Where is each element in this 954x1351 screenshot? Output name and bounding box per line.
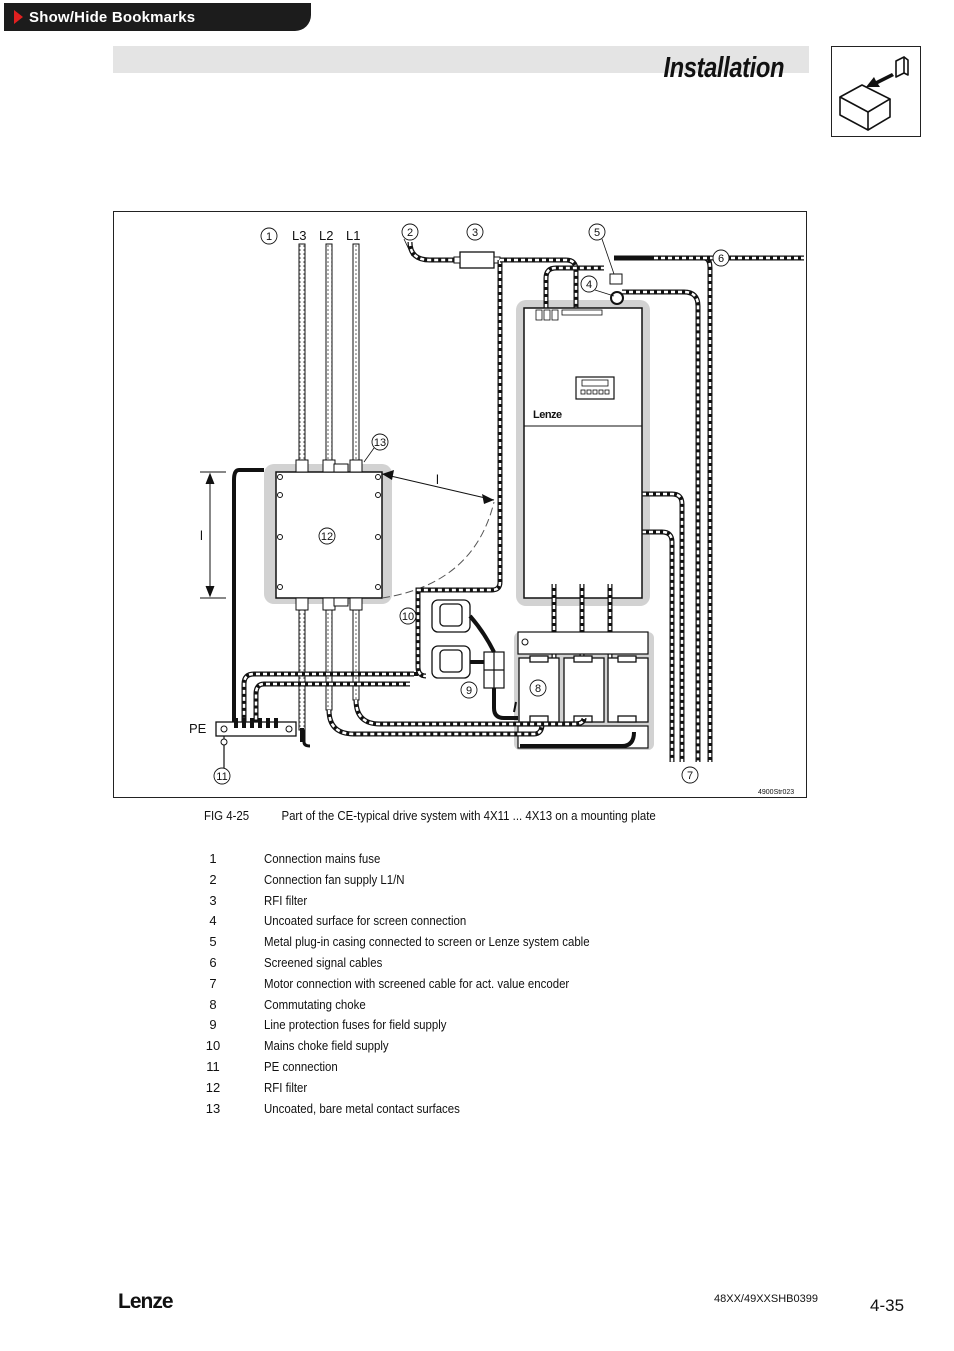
legend-number: 2 bbox=[209, 871, 217, 887]
drive-unit bbox=[523, 307, 643, 599]
pe-busbar bbox=[215, 721, 297, 737]
figure-code: 4900Str023 bbox=[758, 789, 794, 796]
legend-item: 7 Motor connection with screened cable fo… bbox=[204, 976, 724, 997]
cable-l2-top bbox=[325, 243, 333, 471]
cable-l3-bottom bbox=[298, 599, 306, 731]
dimension-label-radius: l bbox=[436, 472, 439, 487]
legend-text: Commutating choke bbox=[264, 996, 366, 1012]
legend-number: 9 bbox=[209, 1017, 217, 1033]
label-l3: L3 bbox=[292, 228, 306, 243]
legend-item: 1 Connection mains fuse bbox=[204, 851, 724, 872]
legend-item: 6 Screened signal cables bbox=[204, 955, 724, 976]
callout-6: 6 bbox=[718, 253, 724, 265]
cable-l3-top bbox=[298, 243, 306, 471]
callout-11: 11 bbox=[216, 771, 227, 783]
legend-number: 8 bbox=[209, 996, 217, 1012]
legend-item: 10 Mains choke field supply bbox=[204, 1038, 724, 1059]
callout-13: 13 bbox=[374, 437, 386, 449]
plug-casing bbox=[609, 273, 623, 285]
legend-number: 13 bbox=[205, 1100, 221, 1116]
choke-busbar-top bbox=[517, 631, 649, 655]
legend-item: 13 Uncoated, bare metal contact surfaces bbox=[204, 1101, 724, 1122]
dimension-label-vertical: l bbox=[200, 528, 203, 543]
footer-brand-logo: Lenze bbox=[118, 1290, 174, 1313]
choke-2 bbox=[563, 657, 605, 723]
legend-item: 12 RFI filter bbox=[204, 1080, 724, 1101]
legend-text: Uncoated surface for screen connection bbox=[264, 913, 467, 929]
drive-brand-label: Lenze bbox=[533, 409, 562, 421]
page-title: Installation bbox=[663, 52, 784, 84]
legend-number: 5 bbox=[209, 934, 217, 950]
legend-number: 3 bbox=[209, 892, 217, 908]
legend-item: 2 Connection fan supply L1/N bbox=[204, 872, 724, 893]
legend-number: 10 bbox=[205, 1038, 221, 1054]
legend-item: 4 Uncoated surface for screen connection bbox=[204, 913, 724, 934]
legend-text: Mains choke field supply bbox=[264, 1038, 389, 1054]
figure-caption-text: Part of the CE-typical drive system with… bbox=[281, 808, 656, 823]
figure-caption: FIG 4-25 Part of the CE-typical drive sys… bbox=[204, 808, 656, 823]
choke-3 bbox=[607, 657, 649, 723]
legend-text: RFI filter bbox=[264, 892, 308, 908]
legend-item: 9 Line protection fuses for field supply bbox=[204, 1017, 724, 1038]
legend-item: 8 Commutating choke bbox=[204, 997, 724, 1018]
install-box-icon bbox=[831, 46, 921, 137]
legend-number: 4 bbox=[209, 913, 217, 929]
legend-number: 6 bbox=[209, 954, 217, 970]
callout-2: 2 bbox=[407, 227, 413, 239]
show-hide-bookmarks-button[interactable]: Show/Hide Bookmarks bbox=[4, 3, 311, 31]
fan-rfi-filter bbox=[459, 251, 495, 269]
callout-7: 7 bbox=[687, 770, 693, 782]
wiring-diagram: Lenze bbox=[113, 211, 807, 798]
legend-item: 5 Metal plug-in casing connected to scree… bbox=[204, 934, 724, 955]
legend-item: 3 RFI filter bbox=[204, 893, 724, 914]
callout-12: 12 bbox=[321, 531, 333, 543]
figure-number: FIG 4-25 bbox=[204, 808, 250, 823]
label-l1: L1 bbox=[346, 228, 360, 243]
legend-item: 11 PE connection bbox=[204, 1059, 724, 1080]
legend-text: Metal plug-in casing connected to screen… bbox=[264, 934, 590, 950]
callout-3: 3 bbox=[472, 227, 478, 239]
legend-number: 12 bbox=[205, 1079, 221, 1095]
label-l2: L2 bbox=[319, 228, 333, 243]
header-band bbox=[113, 46, 809, 73]
callout-9: 9 bbox=[466, 685, 472, 697]
callout-1: 1 bbox=[266, 231, 272, 243]
legend-text: Motor connection with screened cable for… bbox=[264, 975, 570, 991]
legend-number: 1 bbox=[209, 851, 217, 866]
bookmarks-button-label: Show/Hide Bookmarks bbox=[29, 8, 196, 26]
label-pe: PE bbox=[189, 721, 207, 736]
callout-4: 4 bbox=[586, 279, 592, 291]
legend-text: Line protection fuses for field supply bbox=[264, 1017, 447, 1033]
legend-text: RFI filter bbox=[264, 1079, 308, 1095]
legend-text: PE connection bbox=[264, 1058, 338, 1074]
legend-text: Connection mains fuse bbox=[264, 851, 381, 866]
legend-text: Connection fan supply L1/N bbox=[264, 871, 405, 887]
legend-text: Uncoated, bare metal contact surfaces bbox=[264, 1100, 460, 1116]
callout-5: 5 bbox=[594, 227, 600, 239]
legend-number: 11 bbox=[206, 1058, 220, 1074]
bookmark-arrow-icon bbox=[14, 10, 23, 24]
callout-8: 8 bbox=[535, 683, 541, 695]
footer-document-id: 48XX/49XXSHB0399 bbox=[714, 1293, 818, 1305]
cable-l1-top bbox=[352, 243, 360, 471]
legend-number: 7 bbox=[209, 975, 217, 991]
footer-page-number: 4-35 bbox=[870, 1296, 905, 1315]
callout-10: 10 bbox=[402, 611, 414, 623]
legend-list: 1 Connection mains fuse 2 Connection fan s… bbox=[204, 851, 724, 1121]
cable-l2-bottom bbox=[325, 599, 333, 711]
legend-text: Screened signal cables bbox=[264, 954, 383, 970]
screen-clamp bbox=[610, 291, 624, 305]
